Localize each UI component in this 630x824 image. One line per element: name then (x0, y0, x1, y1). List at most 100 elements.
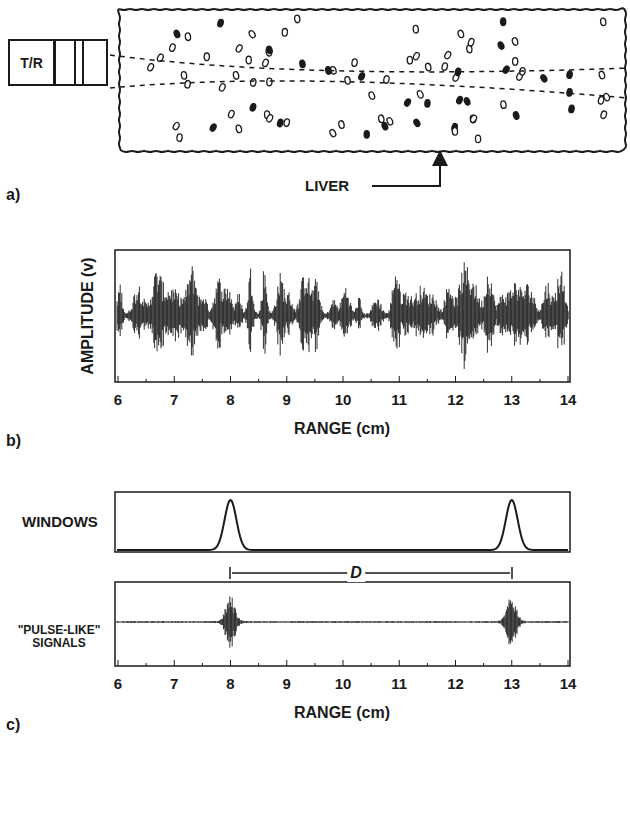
scatterer (513, 58, 518, 66)
scatterer (475, 135, 480, 143)
tick-label: 7 (170, 392, 178, 409)
plot-frame (115, 250, 570, 382)
scatterer (425, 99, 431, 107)
scatterer (172, 122, 180, 131)
plot-frame (115, 492, 570, 552)
tick-mark (343, 376, 344, 382)
tick-label: 7 (170, 676, 178, 693)
transducer-layer (55, 40, 75, 85)
dimension-label: D (347, 564, 365, 582)
tick-mark (258, 379, 259, 382)
scatterer (209, 123, 217, 132)
transducer-layer (83, 40, 107, 85)
tick-mark (230, 376, 231, 382)
beam-edge (110, 55, 628, 72)
scatterer (351, 58, 357, 66)
scatterer (457, 30, 464, 39)
scatterers (147, 15, 611, 143)
trace-label: "PULSE-LIKE" SIGNALS (10, 624, 108, 650)
scatterer (299, 60, 305, 68)
tick-label: 12 (447, 392, 464, 409)
tick-label: 9 (283, 676, 291, 693)
scatterer (249, 103, 256, 112)
tick-mark (286, 660, 287, 666)
panel-letter: b) (6, 432, 21, 450)
axis-title: RANGE (cm) (294, 420, 390, 438)
scatterer (381, 122, 389, 131)
tick-mark (314, 663, 315, 666)
scatterer (566, 88, 572, 96)
tick-mark (230, 660, 231, 666)
scatterer (250, 78, 257, 86)
scatterer (463, 97, 471, 106)
scatterer (444, 51, 452, 60)
scatterer (540, 74, 548, 83)
scatterer (277, 119, 284, 128)
scatterer (173, 29, 181, 38)
tick-mark (483, 379, 484, 382)
scatterer (511, 37, 518, 46)
scatterer (233, 71, 240, 79)
scatterer (329, 129, 337, 138)
scatterer (378, 115, 385, 123)
scatterer (404, 98, 412, 107)
axis-ticks (118, 660, 568, 666)
scatterer (267, 78, 272, 86)
tick-label: 11 (391, 676, 407, 693)
scatterer (425, 63, 432, 72)
scatterer (500, 101, 506, 109)
echo-signal (117, 262, 568, 369)
tick-label: 14 (560, 676, 577, 693)
tick-mark (146, 379, 147, 382)
beam-edge (110, 81, 628, 98)
tick-mark (343, 660, 344, 666)
scatterer (228, 110, 236, 119)
scatterer (407, 56, 413, 64)
box-label: T/R (20, 55, 43, 71)
tick-mark (202, 663, 203, 666)
tick-label: 10 (335, 676, 352, 693)
scatterer (598, 71, 605, 80)
scatterer (266, 45, 274, 54)
scatterer (246, 56, 251, 64)
pulse-signal (117, 596, 568, 647)
scatterer (412, 52, 420, 61)
tick-mark (427, 379, 428, 382)
tick-mark (483, 663, 484, 666)
scatterer (368, 91, 376, 100)
scatterer (566, 70, 572, 78)
axis-ticks (118, 376, 568, 382)
tick-label: 13 (503, 676, 520, 693)
tick-label: 6 (114, 392, 122, 409)
tick-label: 11 (391, 392, 407, 409)
leader-arrow (372, 158, 440, 186)
transceiver-box: T/R (8, 39, 55, 86)
tick-mark (399, 376, 400, 382)
scatterer (262, 58, 270, 67)
scatterer (456, 96, 464, 105)
scatterer (467, 38, 474, 47)
scatterer (413, 25, 419, 33)
tick-mark (174, 376, 175, 382)
tick-mark (202, 379, 203, 382)
tick-mark (371, 379, 372, 382)
tick-mark (568, 660, 569, 666)
scatterer (217, 19, 224, 28)
scatterer (169, 43, 176, 52)
transducer-layer (75, 40, 83, 85)
tick-label: 8 (226, 392, 234, 409)
scatterer (338, 120, 345, 128)
scatterer (469, 114, 477, 123)
scatterer (600, 110, 607, 119)
scatterer (177, 134, 183, 142)
scatterer (282, 28, 288, 36)
scatterer (413, 118, 421, 127)
tick-mark (455, 376, 456, 382)
echo-trace (117, 262, 568, 369)
panel-letter: a) (6, 186, 20, 204)
scatterer (294, 15, 300, 23)
scatterer (204, 53, 209, 61)
scatterer (358, 72, 366, 81)
tick-label: 12 (447, 676, 464, 693)
